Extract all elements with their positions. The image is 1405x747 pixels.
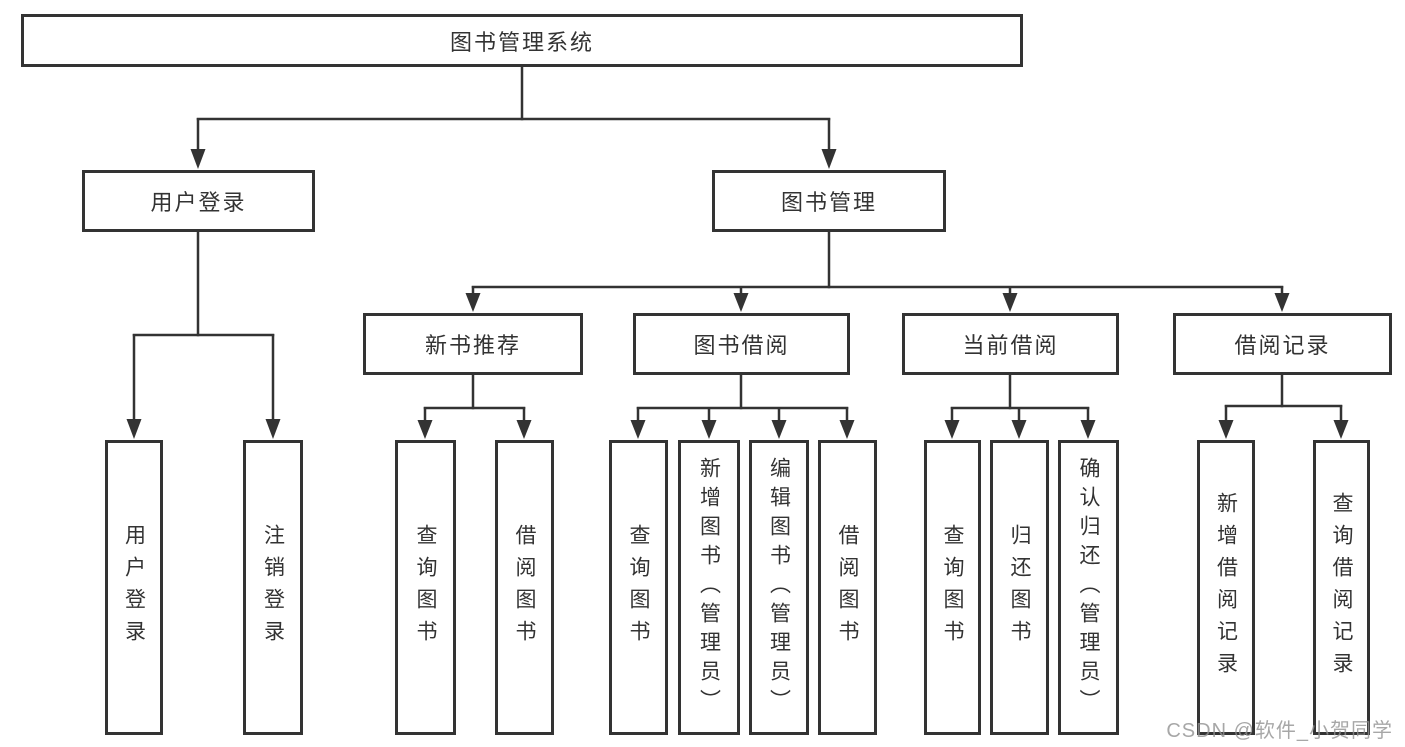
leaf-box-user-login: 用户登录: [105, 440, 163, 735]
node-label-new-book-recommendation: 新书推荐: [424, 333, 521, 358]
leaf-box-query-books-recommend: 查询图书: [395, 440, 456, 735]
leaf-box-borrow-books: 借阅图书: [818, 440, 877, 735]
watermark-text: CSDN @软件_小贺同学: [1166, 720, 1393, 742]
node-label-current-borrowing: 当前借阅: [962, 333, 1059, 358]
node-box-new-book-recommendation: 新书推荐: [363, 313, 583, 375]
leaf-label-user-login: 用户登录: [122, 523, 146, 652]
leaf-label-borrow-books-recommend: 借阅图书: [513, 523, 536, 652]
node-box-root: 图书管理系统: [21, 14, 1023, 67]
leaf-label-confirm-return-admin: 确认归还（管理员）: [1077, 457, 1100, 718]
leaf-box-return-books: 归还图书: [990, 440, 1049, 735]
node-label-book-management: 图书管理: [780, 190, 877, 215]
node-box-user-login: 用户登录: [82, 170, 315, 232]
leaf-box-query-books-current: 查询图书: [924, 440, 981, 735]
leaf-label-add-books-admin: 新增图书（管理员）: [697, 457, 721, 718]
leaf-label-add-borrow-record: 新增借阅记录: [1214, 491, 1238, 684]
leaf-box-add-borrow-record: 新增借阅记录: [1197, 440, 1255, 735]
leaf-label-logout: 注销登录: [261, 523, 285, 652]
node-box-book-management: 图书管理: [712, 170, 946, 232]
leaf-box-add-books-admin: 新增图书（管理员）: [678, 440, 740, 735]
leaf-label-return-books: 归还图书: [1008, 523, 1031, 652]
leaf-label-query-borrow-record: 查询借阅记录: [1330, 491, 1353, 684]
leaf-box-query-books-borrowing: 查询图书: [609, 440, 668, 735]
leaf-label-query-books-recommend: 查询图书: [414, 523, 437, 652]
leaf-box-query-borrow-record: 查询借阅记录: [1313, 440, 1370, 735]
leaf-label-edit-books-admin: 编辑图书（管理员）: [767, 457, 791, 718]
node-box-book-borrowing: 图书借阅: [633, 313, 850, 375]
node-box-current-borrowing: 当前借阅: [902, 313, 1119, 375]
leaf-label-query-books-current: 查询图书: [941, 523, 964, 652]
node-label-root: 图书管理系统: [449, 29, 594, 55]
leaf-box-confirm-return-admin: 确认归还（管理员）: [1058, 440, 1119, 735]
leaf-box-borrow-books-recommend: 借阅图书: [495, 440, 554, 735]
node-box-borrowing-records: 借阅记录: [1173, 313, 1392, 375]
leaf-box-logout: 注销登录: [243, 440, 303, 735]
leaf-box-edit-books-admin: 编辑图书（管理员）: [749, 440, 809, 735]
node-label-user-login: 用户登录: [150, 190, 247, 215]
leaf-label-query-books-borrowing: 查询图书: [627, 523, 650, 652]
node-label-borrowing-records: 借阅记录: [1234, 333, 1331, 358]
leaf-label-borrow-books: 借阅图书: [836, 523, 859, 652]
node-label-book-borrowing: 图书借阅: [693, 333, 790, 358]
